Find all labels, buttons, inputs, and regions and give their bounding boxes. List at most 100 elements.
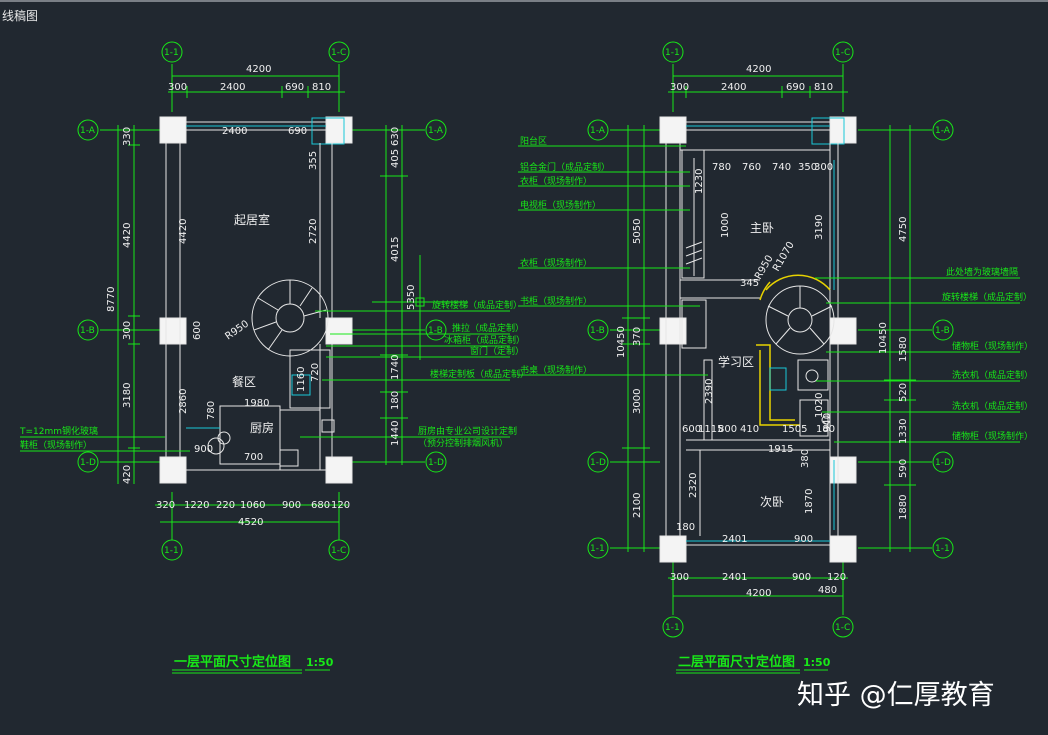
p2-dim-top-1: 300	[670, 82, 689, 93]
p2-axis-bottom-1: 1-1	[665, 623, 680, 633]
p1-dim-right-6: 180	[390, 391, 401, 410]
p2-dim-bottom-2: 2401	[722, 572, 747, 583]
p2-note-right-5: 洗衣机（成品定制）	[952, 400, 1033, 412]
p1-note-right-6: 厨房由专业公司设计定制	[418, 425, 517, 437]
p1-dim-right-4: 5350	[406, 285, 417, 310]
p2-misc-4: 410	[740, 424, 759, 435]
p2-axis-left-3: 1-D	[590, 458, 606, 468]
p2-note-left-7: 书桌（现场制作）	[520, 364, 592, 376]
p1-dim-top-2: 2400	[220, 82, 245, 93]
p2-inner-top-5: 300	[814, 162, 833, 173]
p2-inner-right-7: 380	[800, 449, 811, 468]
p1-dim-bottom-3: 220	[216, 500, 235, 511]
p1-misc-4: 700	[244, 452, 263, 463]
p2-dim-right-4: 520	[898, 383, 909, 402]
p1-note-right-7: （预分控制排烟风机）	[418, 437, 508, 449]
p1-axis-right-2: 1-B	[428, 326, 443, 336]
p2-axis-top-1: 1-1	[665, 48, 680, 58]
p2-dim-right-6: 590	[898, 459, 909, 478]
p2-note-left-3: 衣柜（现场制作）	[520, 175, 592, 187]
p1-dim-bottom-5: 900	[282, 500, 301, 511]
p1-radius: R950	[223, 319, 251, 343]
p2-note-left-5: 衣柜（现场制作）	[520, 257, 592, 269]
p1-inner-top-1: 2400	[222, 126, 247, 137]
p2-dim-left-2: 10450	[616, 326, 627, 358]
p1-misc-2: 780	[206, 401, 217, 420]
p1-inner-right-2: 2720	[308, 219, 319, 244]
p1-misc-1: 1980	[244, 398, 269, 409]
p1-dim-right-2: 630	[390, 127, 401, 146]
p2-axis-right-4: 1-1	[935, 544, 950, 554]
p1-note-left-2: 鞋柜（现场制作）	[20, 439, 92, 451]
p1-note-right-4: 窗门（定制）	[470, 345, 524, 357]
p1-dim-left-3: 8770	[106, 287, 117, 312]
p1-inner-top-2: 690	[288, 126, 307, 137]
p2-scale: 1:50	[803, 656, 831, 669]
p2-dim-right-7: 1880	[898, 495, 909, 520]
p1-axis-bottom-2: 1-C	[331, 546, 346, 556]
p1-dim-bottom-2: 1220	[184, 500, 209, 511]
p1-dim-right-3: 4015	[390, 237, 401, 262]
p2-dim-top-3: 690	[786, 82, 805, 93]
p1-dim-bottom-6: 680	[311, 500, 330, 511]
p1-note-left-1: T=12mm钢化玻璃	[19, 425, 98, 437]
p2-dim-bottom-total: 4200	[746, 588, 771, 599]
p2-inner-right-1: 3190	[814, 215, 825, 240]
p1-note-right-5: 楼梯定制板（成品定制）	[430, 368, 529, 380]
p2-dim-bottom-5: 480	[818, 585, 837, 596]
plan2-geometry	[518, 41, 1020, 674]
p1-note-right-1: 旋转楼梯（成品定制）	[432, 299, 522, 311]
p1-scale: 1:50	[306, 656, 334, 669]
p1-inner-left-1: 4420	[178, 219, 189, 244]
p1-dim-bottom-1: 320	[156, 500, 175, 511]
p2-inner-right-4: 345	[740, 278, 759, 289]
p1-inner-right-1: 355	[308, 151, 319, 170]
p2-misc-7: 1915	[768, 444, 793, 455]
p1-dim-top-4: 810	[312, 82, 331, 93]
p2-inner-top-4: 350	[798, 162, 817, 173]
p2-dim-right-2: 10450	[878, 322, 889, 354]
watermark-text: 知乎 @仁厚教育	[797, 680, 995, 711]
p1-inner-right-4: 720	[310, 363, 321, 382]
p2-dim-bottom-1: 300	[670, 572, 689, 583]
p1-room-kitchen: 厨房	[250, 420, 274, 435]
p2-misc-3: 800	[718, 424, 737, 435]
p2-room-second: 次卧	[760, 495, 784, 509]
p2-axis-bottom-2: 1-C	[835, 623, 850, 633]
p2-axis-right-3: 1-D	[935, 458, 951, 468]
p1-dim-left-5: 3180	[122, 383, 133, 408]
p2-note-left-1: 阳台区	[520, 135, 547, 147]
p1-dim-bottom-7: 120	[331, 500, 350, 511]
p1-dim-left-2: 4420	[122, 223, 133, 248]
p2-dim-left-3: 370	[632, 327, 643, 346]
p1-axis-left-2: 1-B	[80, 326, 95, 336]
p2-inner-top-1: 780	[712, 162, 731, 173]
p2-room-master: 主卧	[750, 221, 774, 235]
p1-inner-left-3: 2860	[178, 389, 189, 414]
p1-dim-top-3: 690	[285, 82, 304, 93]
p2-note-right-6: 储物柜（现场制作）	[952, 430, 1033, 442]
p2-note-right-1: 此处墙为玻璃墙隔	[946, 266, 1018, 278]
p2-dim-right-1: 4750	[898, 217, 909, 242]
p1-axis-right-1: 1-A	[428, 126, 444, 136]
p2-dim-left-4: 3000	[632, 389, 643, 414]
p1-dim-left-1: 330	[122, 127, 133, 146]
p2-inner-right-2: R1070	[771, 240, 797, 274]
p2-inner-left-4: 180	[676, 522, 695, 533]
window-title: 线稿图	[2, 9, 39, 23]
p2-inner-right-8: 1870	[804, 489, 815, 514]
p1-axis-left-3: 1-D	[80, 458, 96, 468]
p2-dim-top-4: 810	[814, 82, 833, 93]
plan1-geometry	[20, 41, 510, 674]
p2-inner-right-5: 1020	[814, 393, 825, 418]
p2-inner-left-1: 1000	[720, 213, 731, 238]
p2-inner-top-2: 760	[742, 162, 761, 173]
window-titlebar: 线稿图	[0, 0, 1048, 24]
p1-note-right-3: 冰箱柜（成品定制）	[444, 334, 525, 346]
p1-dim-bottom-total: 4520	[238, 517, 263, 528]
p2-note-right-4: 洗衣机（成品定制）	[952, 369, 1033, 381]
p2-note-left-4: 电视柜（现场制作）	[520, 199, 601, 211]
p2-dim-top-2: 2400	[721, 82, 746, 93]
p1-axis-bottom-1: 1-1	[164, 546, 179, 556]
